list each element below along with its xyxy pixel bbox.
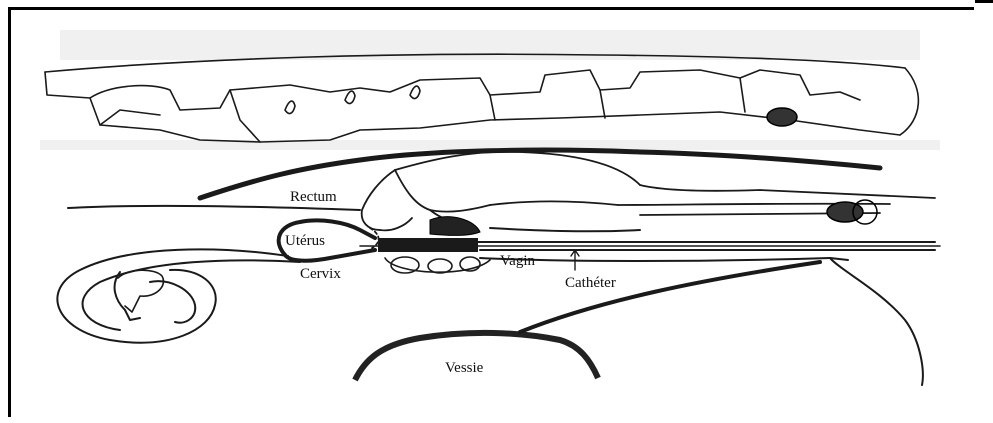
spine-cross-section [767, 108, 797, 126]
rectum-lower-wall [68, 206, 360, 210]
label-uterus: Utérus [285, 233, 325, 249]
label-vessie: Vessie [445, 360, 484, 376]
cervix-dark-mass [430, 217, 480, 236]
forearm-cross-section [827, 202, 863, 222]
ovary-shape [118, 270, 163, 312]
body-loop [57, 249, 922, 385]
scan-smudges [40, 30, 940, 150]
spine-outline [45, 54, 918, 142]
cervix-rings [385, 257, 490, 273]
label-rectum: Rectum [290, 189, 337, 205]
label-catheter: Cathéter [565, 275, 616, 291]
uterus-lower [285, 250, 375, 261]
label-vagin: Vagin [500, 253, 535, 269]
vagina-outline [478, 228, 935, 261]
bladder-ligament [520, 262, 820, 332]
cervix-block [378, 238, 478, 252]
label-cervix: Cervix [300, 266, 341, 282]
